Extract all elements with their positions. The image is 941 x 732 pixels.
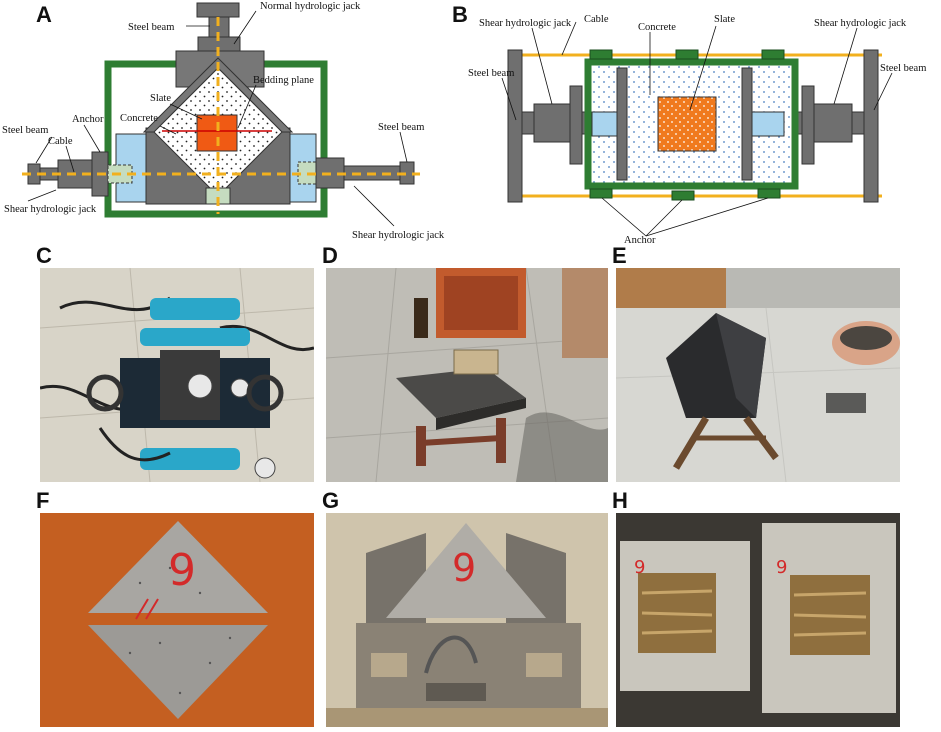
b-right-steel-beam bbox=[863, 49, 879, 203]
label-a-shear-jack-right: Shear hydrologic jack bbox=[352, 230, 445, 241]
panel-letter-d: D bbox=[322, 243, 338, 268]
label-b-steel-beam-right: Steel beam bbox=[880, 63, 926, 74]
g-specimen-number: 9 bbox=[452, 546, 476, 590]
label-a-concrete: Concrete bbox=[120, 113, 158, 124]
label-a-bedding-plane: Bedding plane bbox=[253, 75, 314, 86]
photo-f-split-specimen: 9 bbox=[40, 513, 314, 727]
label-a-steel-beam-top: Steel beam bbox=[128, 22, 174, 33]
label-b-shear-jack-right: Shear hydrologic jack bbox=[814, 18, 907, 29]
panel-letter-a: A bbox=[36, 2, 52, 27]
photo-h-sheared-surfaces: 9 9 bbox=[616, 513, 900, 727]
label-a-cable: Cable bbox=[48, 136, 73, 147]
h-right-number: 9 bbox=[776, 557, 787, 578]
photo-e-boxed-specimen bbox=[616, 268, 900, 482]
label-a-steel-beam-right: Steel beam bbox=[378, 122, 424, 133]
photo-g-specimen-in-mold: 9 bbox=[326, 513, 608, 727]
photo-c-hydraulic-apparatus bbox=[40, 268, 314, 482]
b-slate bbox=[657, 96, 717, 152]
f-specimen-number: 9 bbox=[168, 545, 196, 596]
panel-letter-f: F bbox=[36, 488, 50, 513]
panel-letter-b: B bbox=[452, 2, 468, 27]
label-b-slate: Slate bbox=[714, 14, 735, 25]
top-steel-beam bbox=[196, 2, 240, 18]
label-b-concrete: Concrete bbox=[638, 22, 676, 33]
panel-letter-g: G bbox=[322, 488, 340, 513]
label-a-anchor: Anchor bbox=[72, 114, 104, 125]
label-a-normal-jack: Normal hydrologic jack bbox=[260, 1, 361, 12]
diagram-a: Steel beam Normal hydrologic jack Slate … bbox=[2, 1, 445, 241]
h-left-number: 9 bbox=[634, 557, 645, 578]
photo-d-specimen-on-stand bbox=[326, 268, 608, 482]
label-b-steel-beam-left: Steel beam bbox=[468, 68, 514, 79]
label-a-slate: Slate bbox=[150, 93, 171, 104]
label-a-shear-jack-left: Shear hydrologic jack bbox=[4, 204, 97, 215]
label-a-steel-beam-left: Steel beam bbox=[2, 125, 48, 136]
panel-letter-h: H bbox=[612, 488, 628, 513]
diagram-b: Shear hydrologic jack Cable Concrete Sla… bbox=[468, 14, 926, 245]
panel-letter-c: C bbox=[36, 243, 52, 268]
panel-letter-e: E bbox=[612, 243, 627, 268]
label-b-anchor: Anchor bbox=[624, 235, 656, 245]
label-b-cable: Cable bbox=[584, 14, 609, 25]
label-b-shear-jack-left: Shear hydrologic jack bbox=[479, 18, 572, 29]
